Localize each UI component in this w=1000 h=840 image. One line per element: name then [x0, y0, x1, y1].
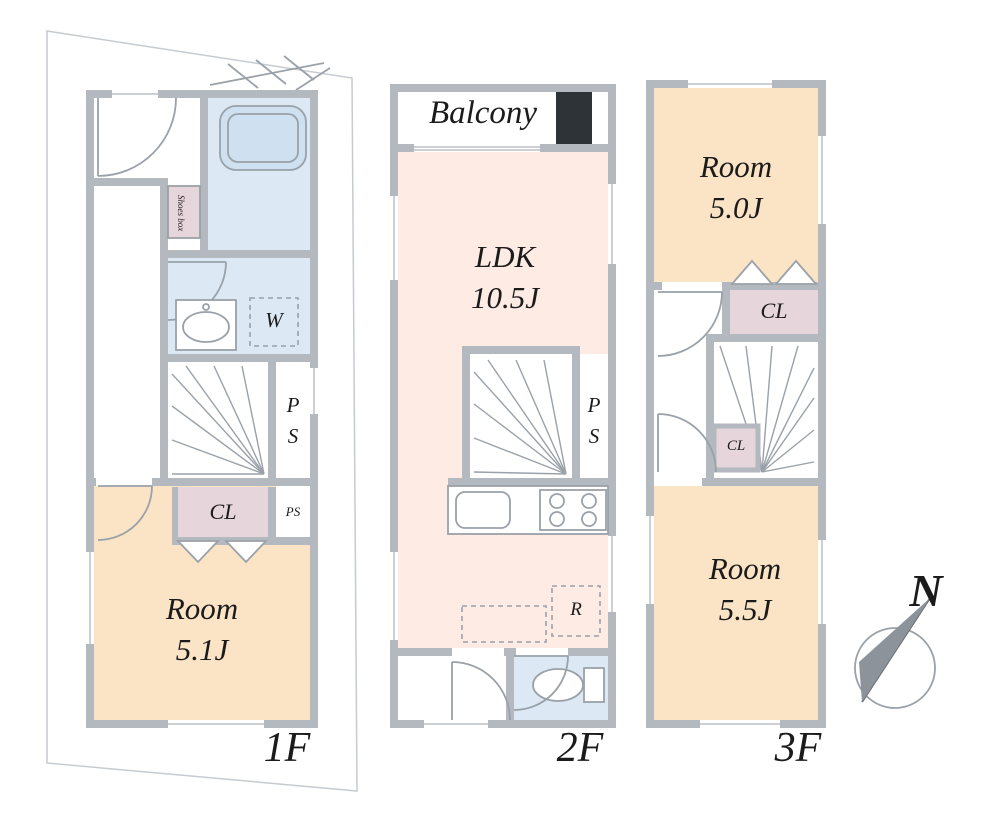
doors-2f — [451, 655, 569, 721]
ps-1f-p: P — [286, 393, 300, 417]
room-5-1-label: Room 5.1J — [112, 588, 292, 670]
pipe-space-small-label: PS — [285, 504, 301, 519]
closet-3f-lower-area — [711, 423, 761, 473]
floor-3f — [646, 80, 826, 728]
bathtub-icon — [219, 105, 307, 171]
shaft-block — [556, 92, 592, 144]
north-label: N — [909, 565, 943, 616]
shoes-box-area — [168, 186, 200, 238]
balcony-label: Balcony — [428, 95, 538, 131]
washer-label: W — [265, 308, 283, 332]
closet-1f-area — [178, 487, 268, 537]
fridge-label: R — [570, 599, 582, 620]
room-5-1-size: 5.1J — [175, 632, 229, 667]
toilet-icon — [532, 667, 605, 703]
room-5-5-name: Room — [708, 551, 782, 586]
shoes-box-label: Shoes box — [176, 194, 186, 232]
pipe-space-2f-label: P S — [577, 390, 611, 452]
room-5-0-area — [652, 86, 820, 282]
floor-3f-label: 3F — [774, 725, 822, 771]
fridge-space-outline — [551, 585, 601, 637]
windows-1f — [86, 90, 318, 728]
closet-folding-doors-3f — [730, 259, 818, 285]
ps-2f-p: P — [587, 393, 601, 417]
stove-icon — [539, 489, 607, 531]
room-5-1-name: Room — [165, 591, 239, 626]
ps-2f-s: S — [588, 424, 600, 448]
room-5-5-size: 5.5J — [718, 592, 772, 627]
ldk-label: LDK 10.5J — [420, 236, 590, 318]
room-5-5-area — [652, 486, 820, 722]
ps-1f-s: S — [287, 424, 299, 448]
floor-2f — [390, 84, 616, 728]
windows-2f — [390, 144, 616, 728]
floor-2f-label: 2F — [556, 725, 604, 771]
room-5-0-label: Room 5.0J — [653, 146, 819, 228]
room-5-5-label: Room 5.5J — [652, 548, 838, 630]
closet-3f-lower-label: CL — [726, 438, 746, 454]
pipe-space-1f-label: P S — [276, 390, 310, 452]
doors-1f — [97, 97, 227, 541]
compass-icon — [854, 597, 936, 709]
stairs-2f-icon — [470, 354, 572, 478]
doors-3f — [657, 291, 723, 473]
floor-1f — [46, 30, 358, 792]
closet-3f-upper-label: CL — [760, 298, 788, 323]
table-space-outline — [461, 605, 547, 643]
kitchen-sink-icon — [455, 491, 511, 529]
ldk-name: LDK — [474, 239, 536, 274]
antenna-icon — [209, 55, 331, 91]
kitchen-counter — [447, 485, 609, 535]
closet-1f-label: CL — [209, 499, 237, 524]
stairs-1f-icon — [168, 362, 268, 478]
ldk-size: 10.5J — [470, 280, 539, 315]
washbasin-icon — [175, 299, 237, 351]
floor-1f-label: 1F — [263, 725, 311, 771]
washer-space-outline — [249, 297, 299, 347]
property-boundary — [46, 30, 358, 792]
room-5-0-name: Room — [699, 149, 773, 184]
windows-3f — [646, 80, 826, 728]
closet-3f-upper-area — [730, 288, 818, 334]
room-5-0-size: 5.0J — [709, 190, 763, 225]
closet-folding-doors-1f — [175, 540, 269, 564]
